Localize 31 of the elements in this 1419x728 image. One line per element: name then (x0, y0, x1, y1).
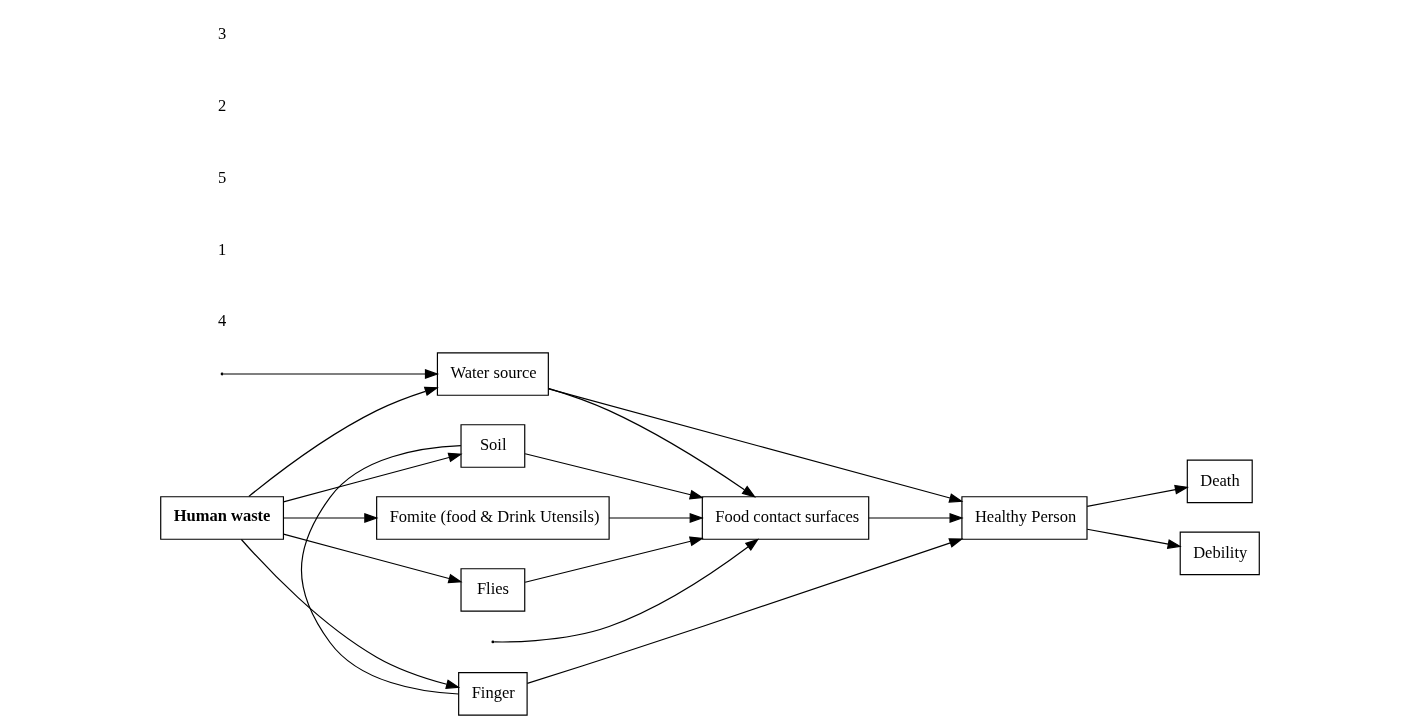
label: 2 (217, 95, 226, 115)
node-box: Food contact surfaces (701, 496, 869, 540)
label: 5 (217, 167, 226, 187)
arrow (282, 452, 463, 503)
node-box: Healthy Person (960, 496, 1088, 540)
arrow (867, 513, 964, 523)
arrow (247, 386, 439, 497)
node-box: Soil (459, 424, 525, 468)
arrow (282, 533, 463, 584)
label: 3 (217, 23, 226, 43)
arrow (240, 538, 460, 689)
node-box: Human waste (159, 496, 284, 540)
arrow (547, 388, 963, 503)
label: 1 (217, 239, 226, 259)
arrow (547, 387, 756, 498)
connector (300, 445, 461, 695)
node-box: Death (1186, 459, 1253, 504)
arrow (526, 538, 963, 684)
label: 4 (217, 311, 226, 331)
node-box: Water source (436, 352, 549, 396)
node-box: Finger (457, 671, 528, 716)
arrow (608, 513, 704, 523)
arrow (524, 536, 704, 583)
node-box: Fomite (food & Drink Utensils) (375, 496, 610, 540)
arrow (493, 538, 759, 643)
arrow (524, 453, 704, 500)
arrow (1086, 484, 1189, 507)
arrow (282, 513, 378, 523)
node-box: Flies (459, 568, 525, 612)
arrow (1086, 528, 1182, 549)
node-box: Debility (1179, 531, 1260, 576)
